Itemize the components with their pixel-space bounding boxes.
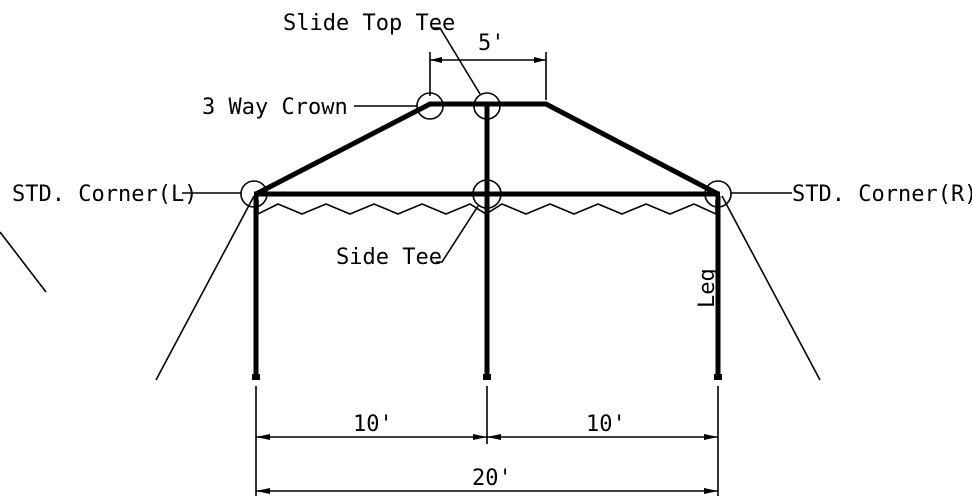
guy-line-left [155, 195, 255, 381]
leader-slide-top-tee [432, 27, 481, 95]
dim-right-arrow-a [487, 434, 501, 440]
dim-label-total-span: 20' [472, 466, 512, 491]
label-side-tee: Side Tee [336, 245, 442, 270]
joint-std-corner-left [240, 180, 268, 208]
label-leg: Leg [695, 268, 720, 308]
dim-top-arrow-right [534, 57, 546, 63]
label-three-way-crown: 3 Way Crown [202, 95, 348, 120]
dim-total-arrow-a [256, 488, 270, 494]
joint-side-tee [472, 179, 502, 209]
foot-right [714, 374, 722, 380]
label-std-corner-left: STD. Corner(L) [12, 182, 197, 207]
dim-left-arrow-a [256, 434, 270, 440]
joint-slide-top-tee [473, 92, 501, 120]
label-slide-top-tee: Slide Top Tee [283, 11, 455, 36]
guy-line-right [721, 195, 821, 381]
guy-line-far-left [0, 231, 47, 293]
leader-side-tee [436, 205, 479, 263]
dim-right-arrow-b [704, 434, 718, 440]
dim-label-left-span: 10' [353, 412, 393, 437]
label-std-corner-right: STD. Corner(R) [792, 182, 972, 207]
roof-frame [254, 101, 720, 197]
foot-left [252, 374, 260, 380]
dim-left-arrow-b [473, 434, 487, 440]
foot-center [483, 374, 491, 380]
dim-label-top-width: 5' [478, 31, 505, 56]
dim-top-arrow-left [430, 57, 442, 63]
dim-total-arrow-b [704, 488, 718, 494]
joint-std-corner-right [704, 180, 732, 208]
dim-label-right-span: 10' [586, 412, 626, 437]
